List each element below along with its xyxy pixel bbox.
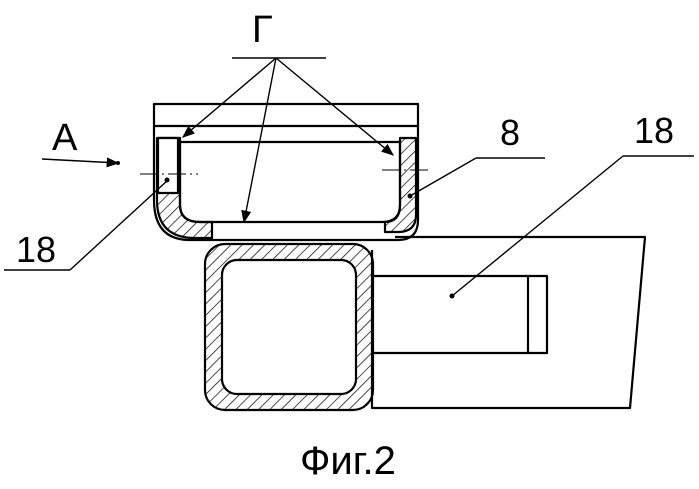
dot-a — [116, 161, 120, 165]
dot-18-right — [450, 294, 455, 299]
leader-g-arrow-center — [244, 58, 276, 222]
upper-tray-cavity — [180, 142, 400, 222]
dot-18-left — [165, 178, 170, 183]
bracket-slot — [372, 276, 547, 353]
leader-g-arrow-right — [276, 58, 393, 155]
dot-8 — [408, 194, 413, 199]
right-bracket-body — [372, 237, 645, 408]
view-arrow-a — [42, 159, 118, 163]
figure-caption: Фиг.2 — [300, 439, 396, 483]
label-view-a: А — [52, 117, 78, 159]
label-group-g: Г — [252, 9, 273, 51]
square-tube-inner — [222, 260, 356, 394]
leader-8 — [410, 158, 476, 196]
label-part-18-left: 18 — [16, 229, 56, 270]
leader-18-left — [70, 180, 168, 270]
label-part-18-right: 18 — [634, 110, 674, 151]
label-part-8: 8 — [500, 112, 520, 153]
insert-18-left — [158, 138, 178, 193]
upper-tray-outline — [154, 104, 418, 240]
